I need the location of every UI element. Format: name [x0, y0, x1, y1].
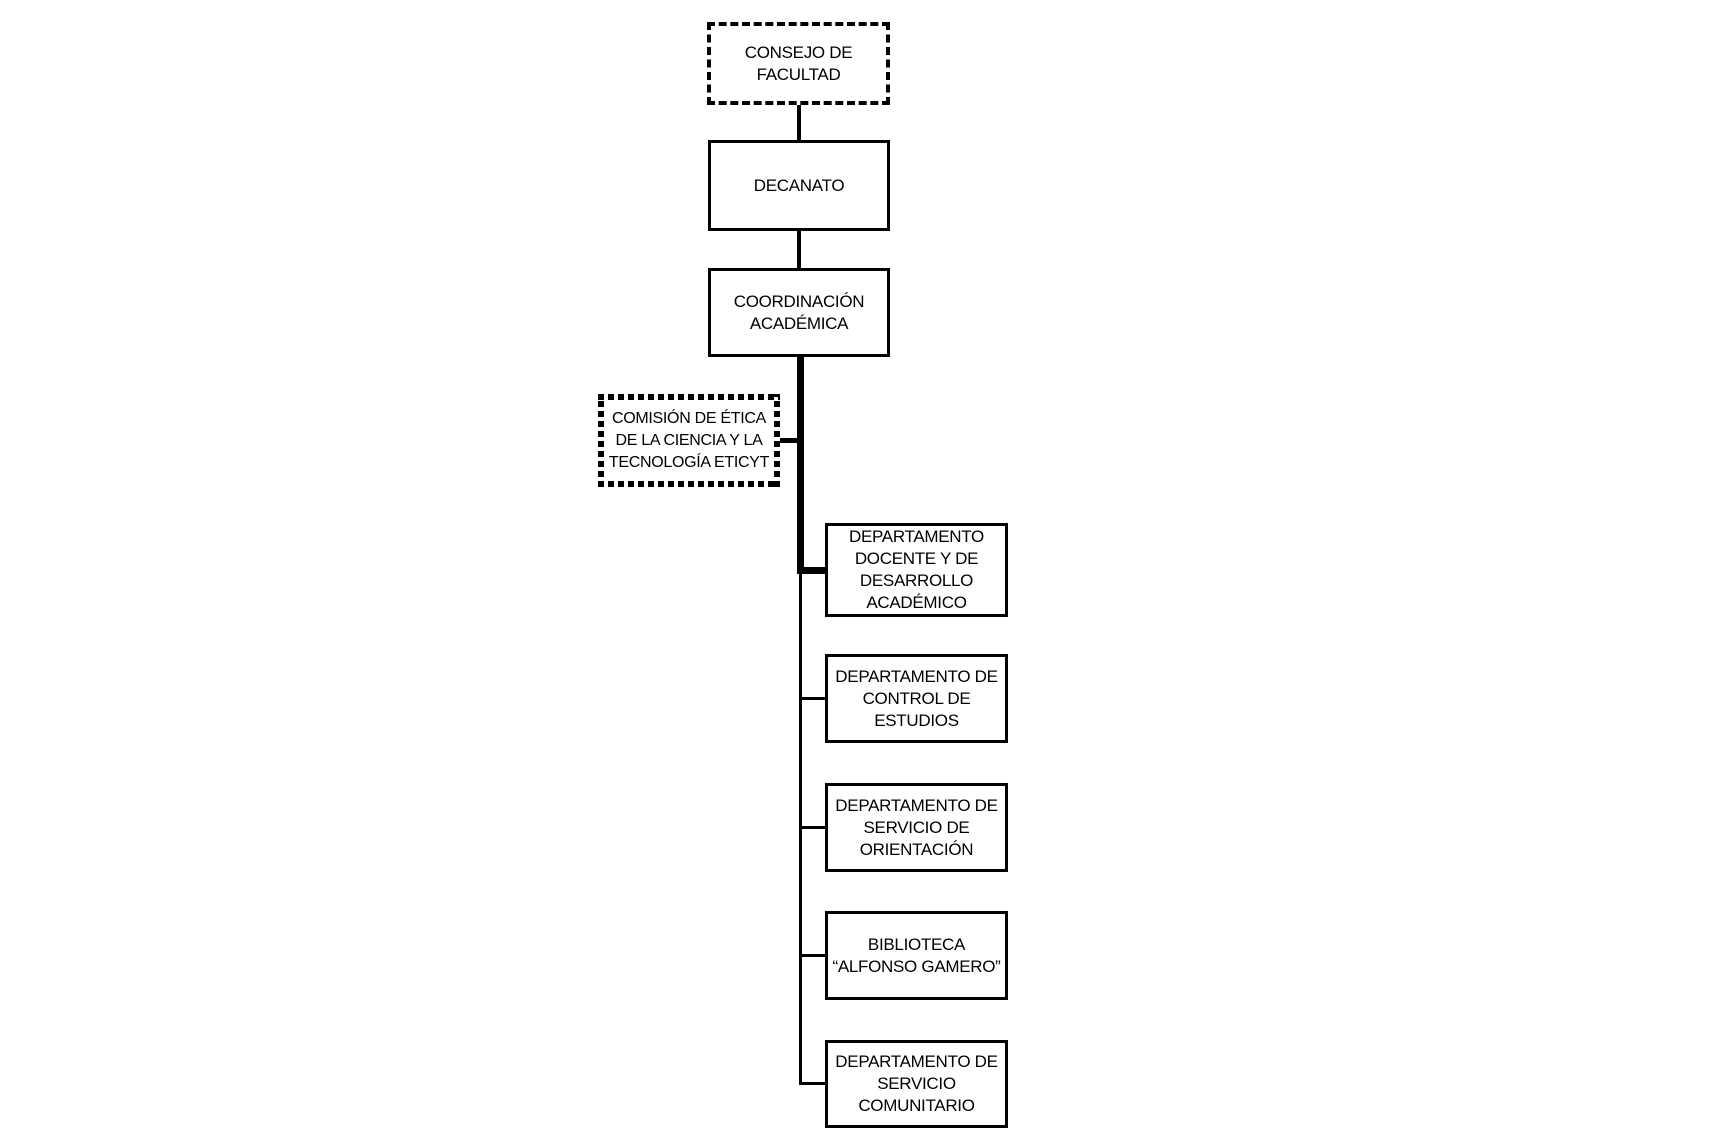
dotted-border-right	[774, 394, 780, 487]
node-departamento-control-estudios: DEPARTAMENTO DE CONTROL DE ESTUDIOS	[825, 654, 1008, 743]
connector-comunitario	[799, 1082, 827, 1085]
trunk-thick	[797, 354, 804, 573]
node-biblioteca-label: BIBLIOTECA “ALFONSO GAMERO”	[832, 934, 1001, 976]
connector-biblioteca	[799, 954, 827, 957]
node-decanato: DECANATO	[708, 140, 890, 231]
node-consejo-label: CONSEJO DE FACULTAD	[744, 42, 853, 84]
dotted-border-left	[598, 394, 604, 487]
connector-docente	[797, 567, 827, 574]
node-control-label: DEPARTAMENTO DE CONTROL DE ESTUDIOS	[835, 666, 998, 730]
node-comision-eticyt: COMISIÓN DE ÉTICA DE LA CIENCIA Y LA TEC…	[598, 394, 780, 487]
trunk-thin	[799, 573, 802, 1085]
connector-orientacion	[799, 826, 827, 829]
node-departamento-servicio-orientacion: DEPARTAMENTO DE SERVICIO DE ORIENTACIÓN	[825, 783, 1008, 872]
node-coordinacion-label: COORDINACIÓN ACADÉMICA	[733, 291, 865, 333]
connector-consejo-decanato	[797, 103, 801, 142]
node-comunitario-label: DEPARTAMENTO DE SERVICIO COMUNITARIO	[835, 1052, 998, 1115]
connector-control	[799, 697, 827, 700]
node-departamento-docente: DEPARTAMENTO DOCENTE Y DE DESARROLLO ACA…	[825, 523, 1008, 617]
dotted-border-top	[598, 394, 780, 400]
node-orientacion-label: DEPARTAMENTO DE SERVICIO DE ORIENTACIÓN	[835, 795, 998, 859]
connector-decanato-coordinacion	[797, 229, 801, 270]
node-docente-label: DEPARTAMENTO DOCENTE Y DE DESARROLLO ACA…	[849, 527, 984, 612]
node-decanato-label: DECANATO	[753, 175, 845, 195]
node-departamento-servicio-comunitario: DEPARTAMENTO DE SERVICIO COMUNITARIO	[825, 1040, 1008, 1128]
node-coordinacion-academica: COORDINACIÓN ACADÉMICA	[708, 268, 890, 357]
dotted-border-bottom	[598, 481, 780, 487]
connector-eticyt	[778, 438, 802, 443]
node-biblioteca-alfonso-gamero: BIBLIOTECA “ALFONSO GAMERO”	[825, 911, 1008, 1000]
node-eticyt-label: COMISIÓN DE ÉTICA DE LA CIENCIA Y LA TEC…	[608, 409, 770, 471]
node-consejo-de-facultad: CONSEJO DE FACULTAD	[707, 22, 890, 105]
